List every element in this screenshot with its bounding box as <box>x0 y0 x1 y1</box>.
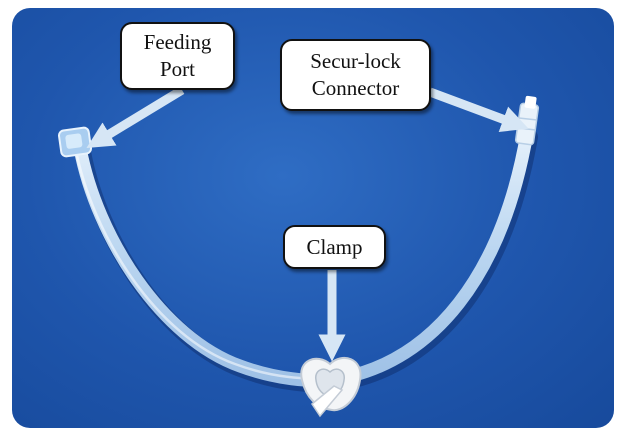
tube <box>73 126 534 387</box>
clamp-label-line1: Clamp <box>306 234 363 259</box>
tube-photo <box>57 86 540 418</box>
securlock-label-line2: Connector <box>311 76 400 100</box>
securlock-label-line1: Secur-lock <box>310 49 401 73</box>
clamp-label: Clamp <box>283 225 386 269</box>
feeding-port <box>57 126 93 158</box>
feeding-port-label-line2: Port <box>159 57 195 81</box>
securlock-arrow <box>428 87 529 132</box>
clamp-part <box>300 356 362 418</box>
tube-highlight <box>73 144 341 380</box>
securlock-connector-label: Secur-lock Connector <box>280 39 431 111</box>
feeding-port-arrow <box>86 86 185 149</box>
feeding-port-label: Feeding Port <box>120 22 235 90</box>
photo-frame: Feeding Port Secur-lock Connector Clamp <box>12 8 614 428</box>
feeding-port-label-line1: Feeding <box>143 30 212 54</box>
